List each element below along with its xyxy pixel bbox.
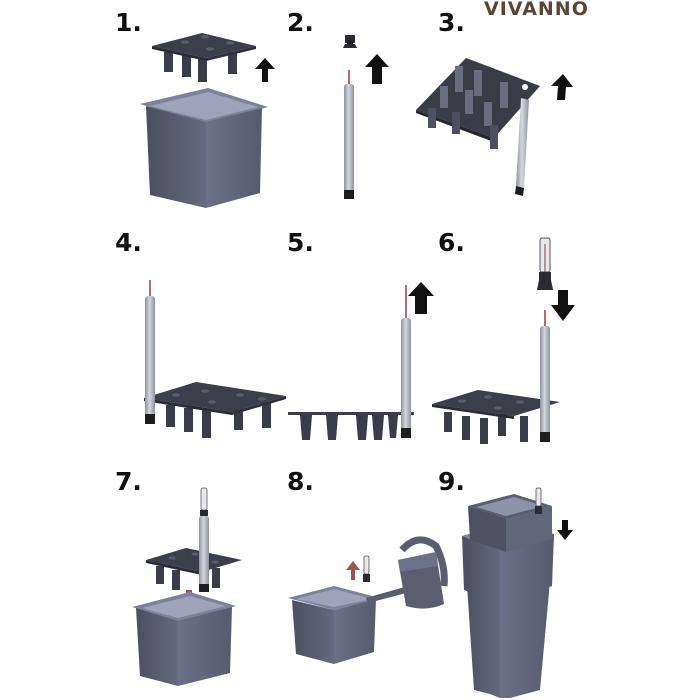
grid-insert [152,33,256,82]
step-1-illustration [140,33,275,208]
grid-insert [144,382,286,438]
step-number-5: 5. [287,228,314,257]
water-level-tube [145,280,155,424]
step-number-9: 9. [438,467,465,496]
outer-pot [288,586,380,664]
indicator-float [363,555,370,582]
water-level-tube [540,310,550,442]
tall-planter [462,494,554,698]
grid-insert-with-tube [146,487,242,592]
step-number-1: 1. [115,8,142,37]
step-number-3: 3. [438,8,465,37]
step-5-illustration [288,282,434,440]
grid-insert [432,390,560,444]
outer-pot [132,592,236,686]
step-4-illustration [144,280,286,438]
indicator-float [537,237,553,290]
arrow-down-icon [551,290,575,321]
arrow-up-icon [551,74,573,100]
step-6-illustration [432,237,575,444]
arrow-up-icon [408,282,434,314]
step-number-4: 4. [115,228,142,257]
arrow-down-icon [557,520,573,540]
step-number-2: 2. [287,8,314,37]
step-3-illustration [416,58,573,196]
water-level-tube [344,70,354,199]
step-9-illustration [462,487,573,698]
brand-logo: VIVANNO [484,0,589,20]
arrow-up-icon [255,58,275,82]
indicator-cap [343,35,357,48]
water-level-tube [401,285,411,438]
step-7-illustration [132,487,242,686]
grid-insert-side-view [288,412,414,440]
outer-pot [140,88,268,208]
watering-can-icon [366,536,448,609]
step-8-illustration [288,536,448,664]
step-number-8: 8. [287,467,314,496]
grid-insert-tilted [416,58,540,149]
water-level-tube-inserted [515,98,529,196]
step-number-6: 6. [438,228,465,257]
indicator-float [535,487,542,514]
step-2-illustration [343,35,389,199]
arrow-up-icon [346,561,360,580]
arrow-up-icon [365,54,389,84]
step-number-7: 7. [115,467,142,496]
